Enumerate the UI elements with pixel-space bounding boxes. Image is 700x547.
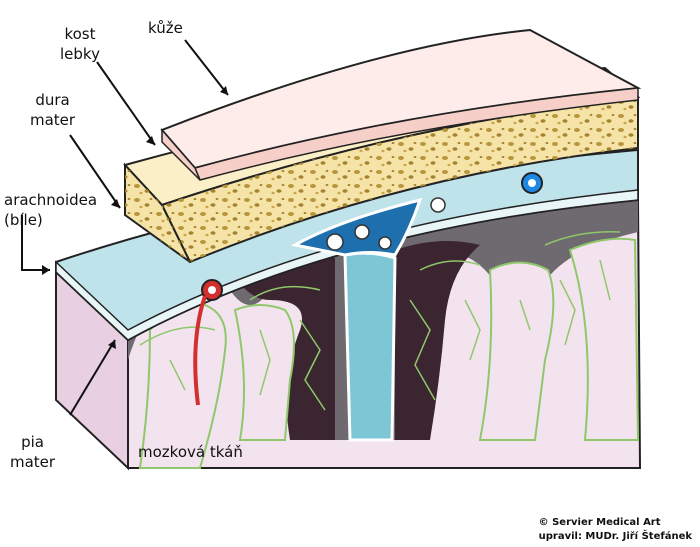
label-dura-line2: mater	[30, 111, 76, 129]
label-pia-mater: pia mater	[10, 432, 55, 472]
credit-line2: upravil: MUDr. Jiří Štefánek	[538, 531, 692, 542]
label-kuze-text: kůže	[148, 19, 183, 37]
csf-channel	[343, 251, 397, 442]
label-dura-mater: dura mater	[30, 90, 75, 130]
label-tkan-text: mozková tkáň	[138, 443, 243, 461]
credit-line1: © Servier Medical Art	[538, 517, 661, 528]
trabecular-network	[139, 231, 621, 411]
label-kost-line2: lebky	[60, 45, 100, 63]
gyrus-3	[478, 261, 555, 441]
arachnoid-granulations	[326, 197, 446, 251]
gyrus-2	[233, 304, 295, 441]
skull-front-pores	[162, 97, 638, 262]
label-kost-line1: kost	[64, 25, 96, 43]
label-dura-line1: dura	[35, 91, 70, 109]
sulcus-left	[230, 252, 335, 440]
pointer-arrows	[21, 39, 229, 416]
label-pia-line1: pia	[21, 433, 44, 451]
arrow-heads	[42, 86, 228, 349]
skull-side-pores	[125, 165, 190, 262]
gyrus-4	[568, 237, 640, 441]
label-kost-lebky: kost lebky	[60, 24, 100, 64]
label-arachnoidea: arachnoidea (bíle)	[4, 190, 97, 230]
vein	[521, 172, 543, 194]
label-arach-line1: arachnoidea	[4, 191, 98, 209]
label-kuze: kůže	[148, 18, 183, 38]
artery	[193, 279, 223, 406]
sulcus-right	[395, 241, 480, 440]
credits: © Servier Medical Art upravil: MUDr. Jiř…	[539, 516, 692, 544]
label-pia-line2: mater	[10, 453, 56, 471]
skin-front	[193, 87, 639, 181]
skin-side	[161, 127, 201, 181]
label-mozkova-tkan: mozková tkáň	[138, 442, 243, 462]
label-arach-line2: (bíle)	[4, 211, 43, 229]
